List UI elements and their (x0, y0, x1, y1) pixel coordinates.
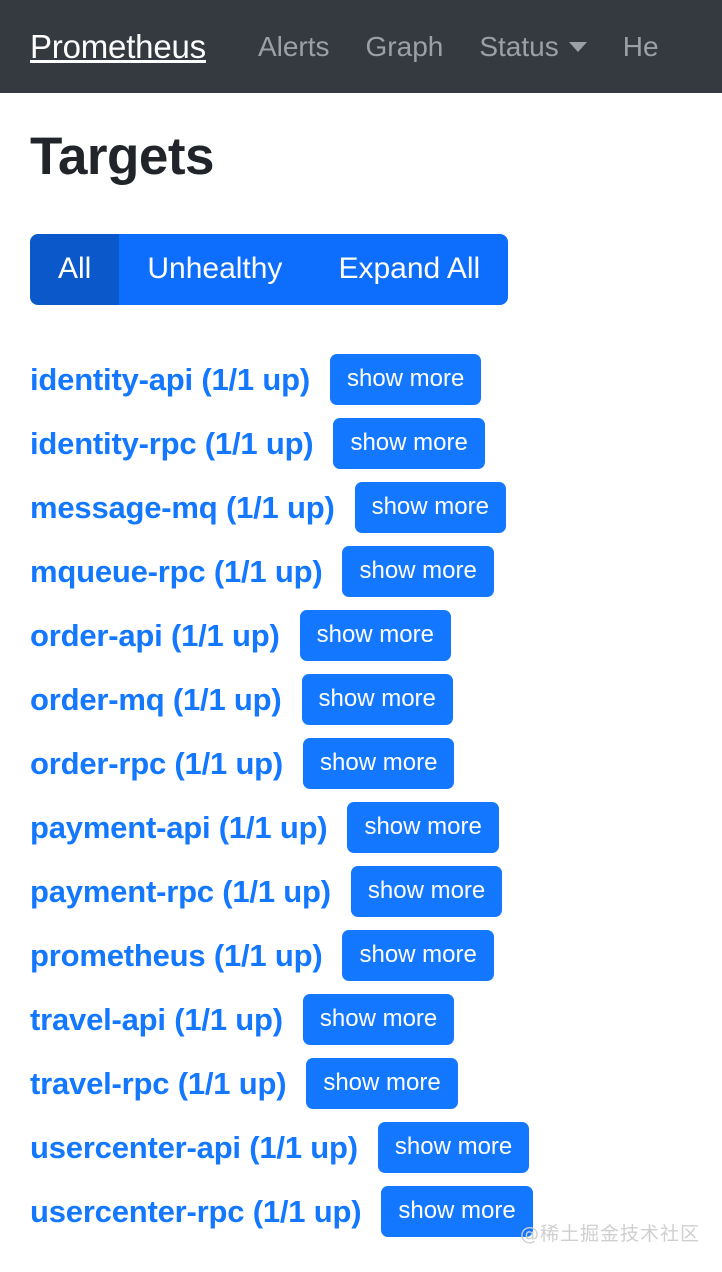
target-link-usercenter-api[interactable]: usercenter-api (1/1 up) (30, 1129, 358, 1165)
target-list: identity-api (1/1 up) show more identity… (30, 347, 692, 1243)
navbar-brand-prometheus[interactable]: Prometheus (30, 28, 206, 65)
show-more-button-message-mq[interactable]: show more (354, 481, 506, 533)
show-more-button-usercenter-api[interactable]: show more (377, 1121, 530, 1173)
top-navbar: Prometheus Alerts Graph Status He (0, 0, 722, 93)
filter-button-unhealthy[interactable]: Unhealthy (119, 234, 311, 306)
page-content: Targets All Unhealthy Expand All identit… (0, 127, 722, 1243)
page-title: Targets (30, 127, 215, 186)
target-link-payment-rpc[interactable]: payment-rpc (1/1 up) (30, 873, 331, 909)
target-link-identity-rpc[interactable]: identity-rpc (1/1 up) (30, 425, 314, 461)
show-more-button-order-api[interactable]: show more (299, 609, 451, 661)
show-more-button-prometheus[interactable]: show more (342, 929, 494, 981)
navbar-links: Alerts Graph Status He (257, 30, 659, 62)
target-row: order-api (1/1 up) show more (30, 603, 692, 667)
nav-link-alerts[interactable]: Alerts (257, 30, 330, 62)
filter-button-group: All Unhealthy Expand All (30, 234, 509, 306)
target-link-mqueue-rpc[interactable]: mqueue-rpc (1/1 up) (30, 553, 323, 589)
target-link-usercenter-rpc[interactable]: usercenter-rpc (1/1 up) (30, 1193, 362, 1229)
show-more-button-order-rpc[interactable]: show more (303, 737, 455, 789)
nav-link-graph[interactable]: Graph (365, 30, 444, 62)
target-row: identity-api (1/1 up) show more (30, 347, 692, 411)
show-more-button-identity-rpc[interactable]: show more (333, 417, 485, 469)
nav-link-alerts-label: Alerts (257, 30, 330, 62)
show-more-button-travel-api[interactable]: show more (302, 993, 455, 1045)
show-more-button-mqueue-rpc[interactable]: show more (342, 545, 494, 597)
target-row: travel-api (1/1 up) show more (30, 987, 692, 1051)
target-link-travel-api[interactable]: travel-api (1/1 up) (30, 1001, 283, 1037)
target-link-payment-api[interactable]: payment-api (1/1 up) (30, 809, 328, 845)
target-row: payment-rpc (1/1 up) show more (30, 859, 692, 923)
target-row: travel-rpc (1/1 up) show more (30, 1051, 692, 1115)
target-row: mqueue-rpc (1/1 up) show more (30, 539, 692, 603)
target-link-identity-api[interactable]: identity-api (1/1 up) (30, 361, 310, 397)
show-more-button-usercenter-rpc[interactable]: show more (381, 1185, 533, 1237)
target-link-order-api[interactable]: order-api (1/1 up) (30, 617, 280, 653)
nav-link-status-label: Status (479, 30, 559, 62)
target-link-order-rpc[interactable]: order-rpc (1/1 up) (30, 745, 284, 781)
nav-link-help-label: He (622, 30, 659, 62)
nav-link-status[interactable]: Status (479, 30, 587, 62)
target-row: payment-api (1/1 up) show more (30, 795, 692, 859)
target-row: identity-rpc (1/1 up) show more (30, 411, 692, 475)
show-more-button-identity-api[interactable]: show more (329, 353, 482, 405)
show-more-button-payment-api[interactable]: show more (347, 801, 499, 853)
target-row: usercenter-api (1/1 up) show more (30, 1115, 692, 1179)
show-more-button-travel-rpc[interactable]: show more (306, 1057, 458, 1109)
target-row: order-rpc (1/1 up) show more (30, 731, 692, 795)
show-more-button-order-mq[interactable]: show more (301, 673, 453, 725)
nav-link-help[interactable]: He (622, 30, 659, 62)
target-link-prometheus[interactable]: prometheus (1/1 up) (30, 937, 323, 973)
target-row: prometheus (1/1 up) show more (30, 923, 692, 987)
target-row: order-mq (1/1 up) show more (30, 667, 692, 731)
target-link-travel-rpc[interactable]: travel-rpc (1/1 up) (30, 1065, 287, 1101)
target-row: message-mq (1/1 up) show more (30, 475, 692, 539)
chevron-down-icon (568, 41, 587, 52)
target-row: usercenter-rpc (1/1 up) show more (30, 1179, 692, 1243)
show-more-button-payment-rpc[interactable]: show more (350, 865, 503, 917)
filter-button-expand-all[interactable]: Expand All (310, 234, 509, 306)
target-link-message-mq[interactable]: message-mq (1/1 up) (30, 489, 335, 525)
nav-link-graph-label: Graph (365, 30, 444, 62)
target-link-order-mq[interactable]: order-mq (1/1 up) (30, 681, 282, 717)
filter-button-all[interactable]: All (30, 234, 120, 306)
